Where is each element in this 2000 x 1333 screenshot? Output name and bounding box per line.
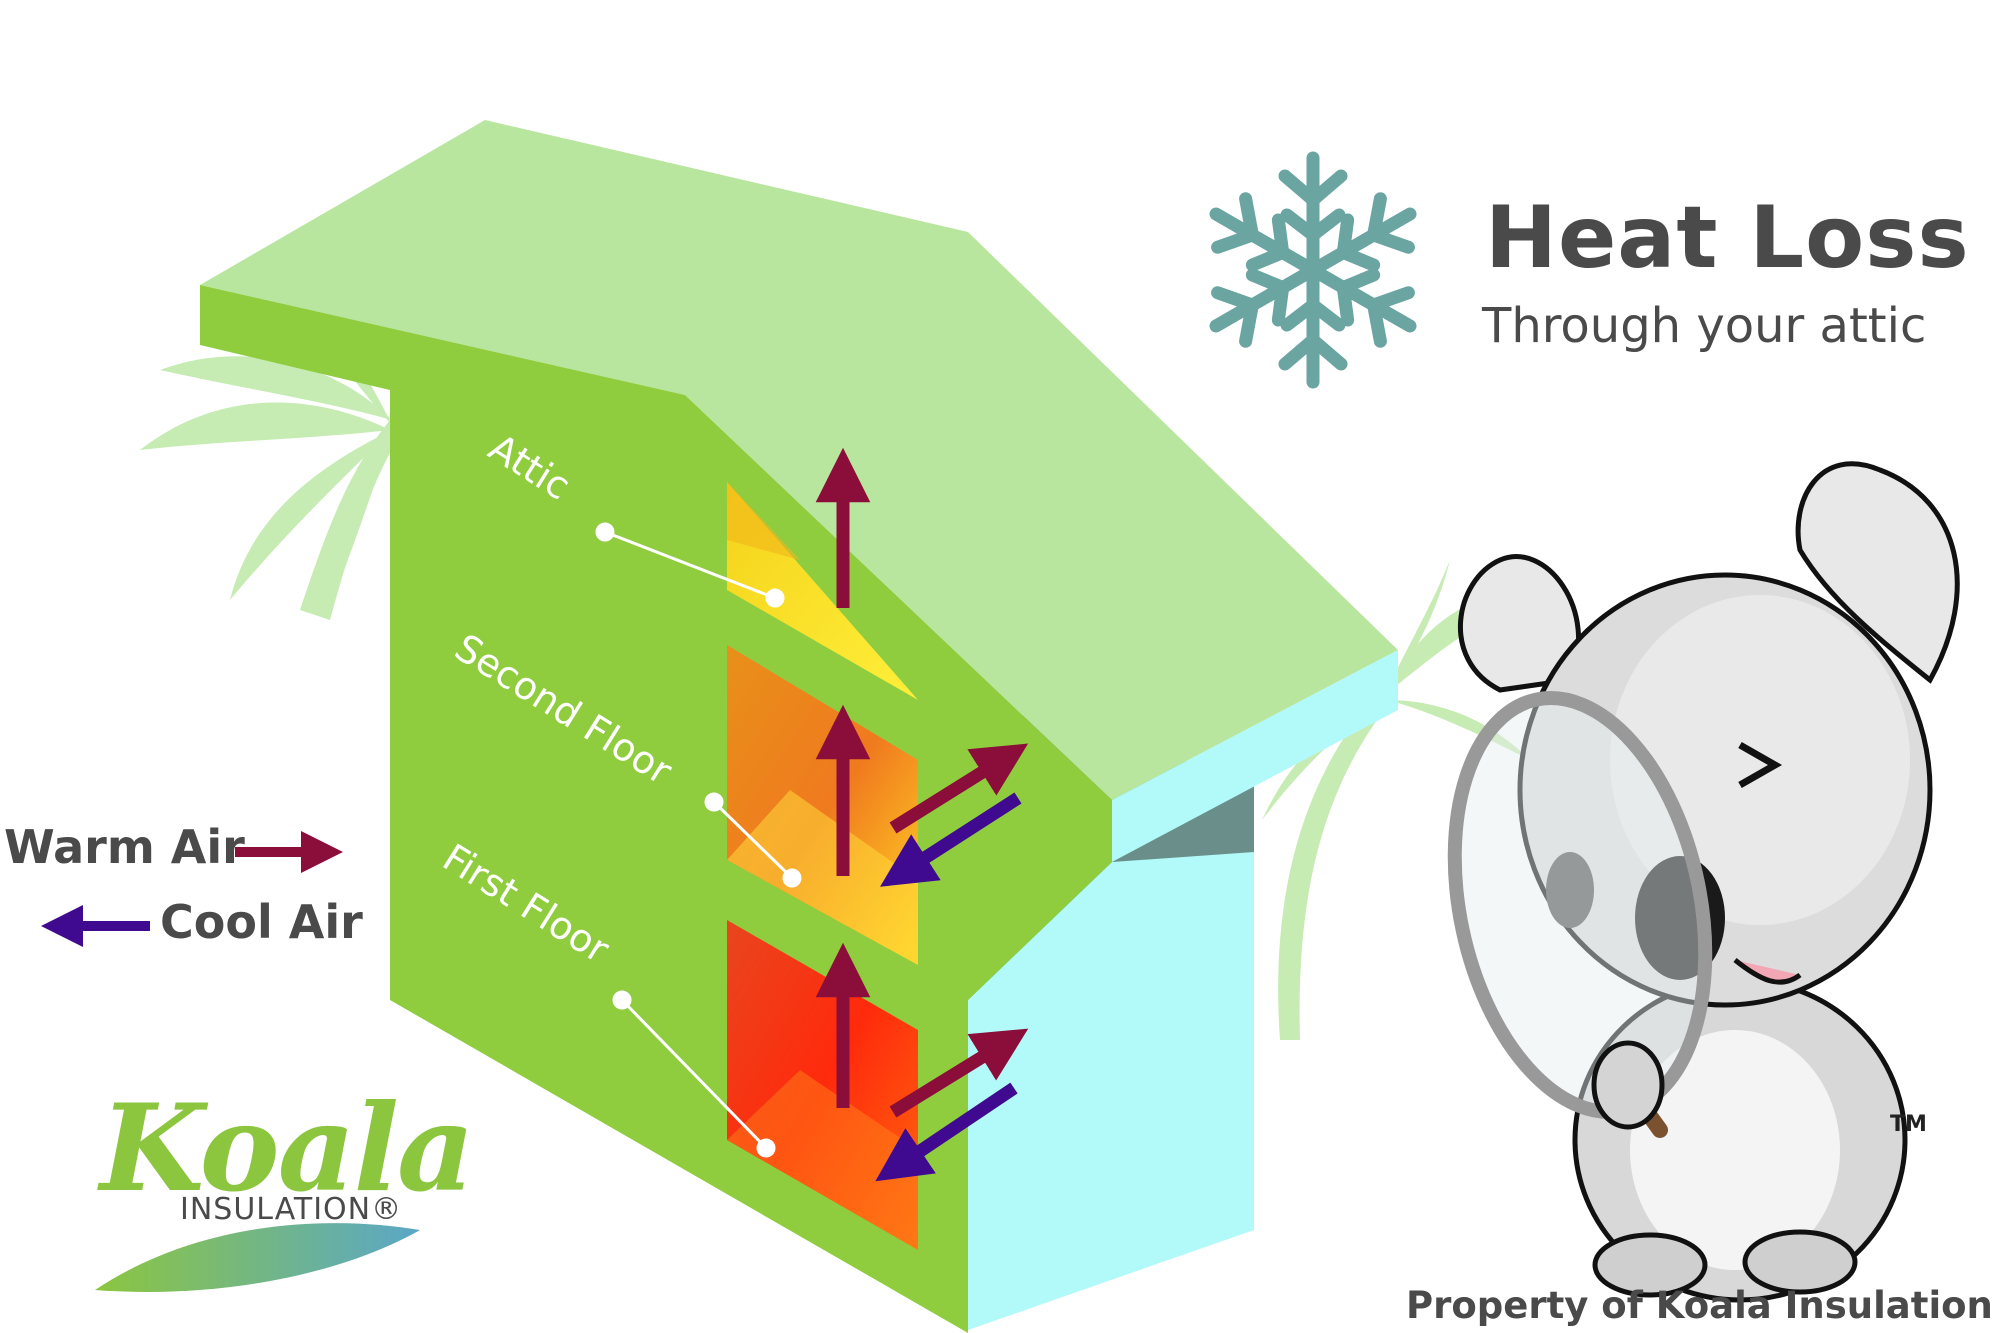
koala-eye-through-glass [1546, 852, 1594, 928]
koala-foot-left [1592, 1232, 1708, 1298]
koala-mouth [1733, 958, 1802, 985]
second-floor-pointer-start [704, 792, 724, 812]
property-notice: Property of Koala Insulation [1406, 1284, 1993, 1327]
warm-air-leak-second [889, 743, 1029, 834]
roof-edge-side [1112, 650, 1398, 862]
second-floor-pointer-end [782, 868, 802, 888]
first-floor-pointer-end [756, 1138, 776, 1158]
cool-air-leak-first [875, 1082, 1018, 1182]
first-floor-pointer-line [620, 998, 768, 1150]
second-floor-shade [727, 790, 918, 965]
first-floor-pointer-start [612, 990, 632, 1010]
koala-eye-squint [1738, 741, 1783, 789]
first-floor-room [727, 920, 918, 1250]
koala-ear-left [1457, 554, 1582, 693]
first-floor-shade [727, 1070, 918, 1250]
brand-logo-name: Koala [100, 1078, 475, 1219]
page-subtitle: Through your attic [1482, 298, 1927, 354]
koala-hand [1591, 1040, 1665, 1130]
second-floor-pointer-line [712, 800, 794, 880]
snowflake-icon [1202, 151, 1424, 382]
cool-air-leak-second [880, 792, 1022, 887]
legend-cool-air-label: Cool Air [160, 895, 363, 949]
trademark-mark: TM [1890, 1112, 1927, 1137]
attic-pointer-start [595, 522, 615, 542]
attic-pointer-line [604, 530, 776, 600]
roof-top [200, 120, 1398, 800]
attic-pointer-end [765, 588, 785, 608]
page-title: Heat Loss [1485, 188, 1970, 288]
koala-ear-right [1795, 461, 1960, 684]
attic-room-shade [727, 482, 800, 560]
legend-warm-air-label: Warm Air [4, 820, 245, 874]
warm-air-leak-first [889, 1028, 1029, 1118]
koala-foot-right [1742, 1229, 1858, 1295]
koala-mascot-illustration [1447, 461, 1960, 1303]
brand-leaf-swoosh [95, 1223, 420, 1292]
koala-belly [1630, 1030, 1840, 1270]
brand-logo-subtitle: INSULATION® [180, 1192, 403, 1227]
